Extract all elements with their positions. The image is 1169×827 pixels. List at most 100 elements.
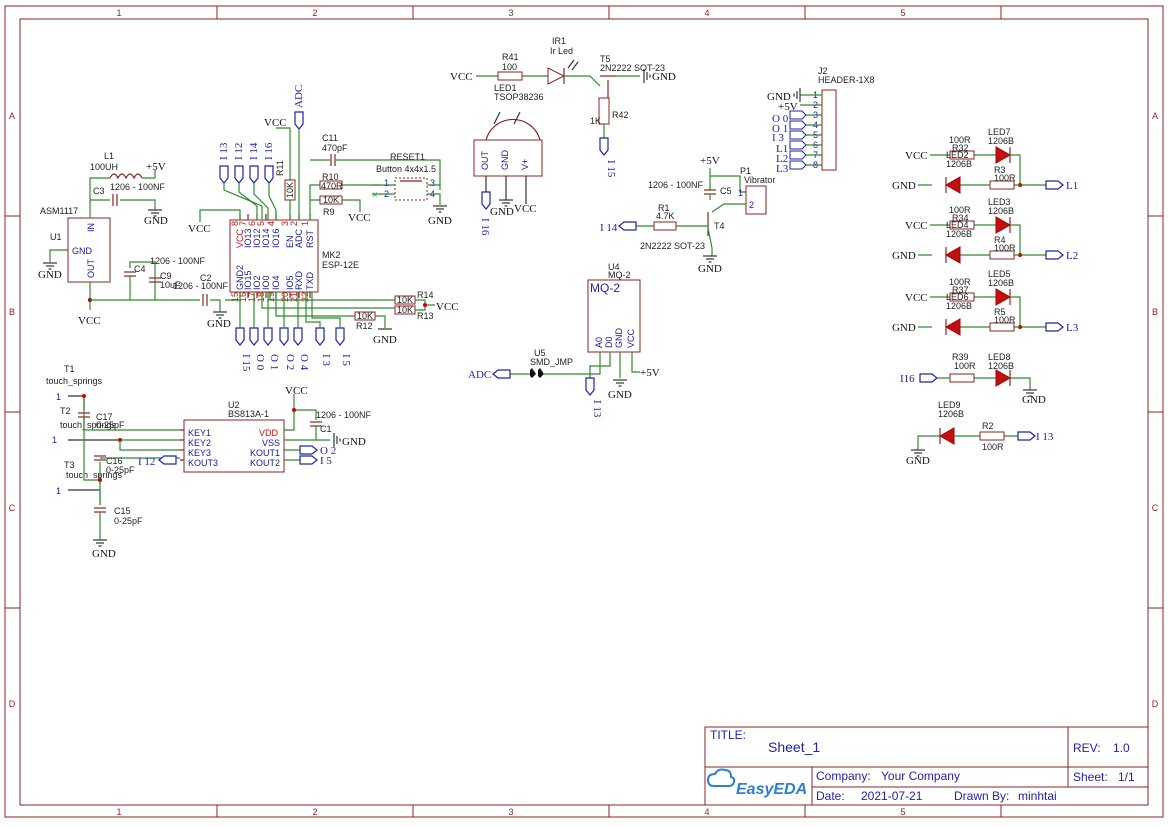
led-row-led-ref: LED5 [988, 269, 1011, 279]
r42-ref: R42 [612, 110, 629, 120]
esp-top-pin-label: IO14 [261, 228, 271, 248]
led-row-r2-ref: R5 [994, 307, 1006, 317]
led-row-resistor-b [989, 250, 1015, 260]
mq2-title: MQ-2 [590, 281, 620, 295]
reset-gnd: GND [428, 215, 452, 227]
c15-ref: C15 [114, 506, 131, 516]
c11-ref: C11 [322, 133, 338, 143]
led-row-out-wire [1010, 224, 1046, 256]
led-row-r-ref: R37 [952, 285, 969, 295]
col-label-2-bottom: 2 [312, 807, 317, 817]
j2-net-l3: L3 [776, 163, 789, 175]
esp-bot-pin-label: TXD [305, 271, 315, 290]
led8-ref: LED8 [988, 352, 1011, 362]
reset-pin3: 3 [430, 178, 435, 188]
c9-value: 10uF [160, 280, 181, 290]
svg-text:EasyEDA: EasyEDA [736, 781, 807, 798]
row-label-b: B [9, 307, 15, 317]
date-value: 2021-07-21 [861, 789, 923, 803]
tsop-gnd: GND [490, 206, 514, 218]
p1-pin1: 1 [738, 188, 743, 198]
r11-vcc: VCC [264, 117, 287, 129]
led-row-r2-value: 100R [994, 173, 1016, 183]
esp-top-pin-label: VCC [235, 228, 245, 248]
j2-net-o0: O 0 [772, 113, 789, 125]
esp-bot-pin-label: RXD [294, 270, 304, 290]
col-label-2: 2 [312, 8, 317, 18]
led-row-net: L3 [1066, 322, 1079, 334]
t1-pin: 1 [56, 392, 61, 402]
u2-vdd: VDD [259, 428, 279, 438]
led-row-gnd: GND [892, 180, 916, 192]
c3-gnd: GND [144, 215, 168, 227]
t3-ref: T3 [64, 460, 75, 470]
u4-ref: U4 [608, 262, 620, 272]
led-row-ledb-ref: LED2 [946, 150, 969, 160]
led-row-vcc: VCC [905, 220, 928, 232]
r14-ref: R14 [417, 290, 434, 300]
c1-value: 1206 - 100NF [316, 410, 372, 420]
ir1-value: Ir Led [550, 46, 573, 56]
esp-top-pin-num: 7 [238, 221, 248, 226]
u1-part: ASM1117 [40, 206, 78, 216]
svg-text:×: × [372, 190, 378, 201]
u1-gnd-pin: GND [72, 246, 93, 256]
esp12e-module: MK2 ESP-12E VCC8IO137IO126IO145IO164EN3A… [188, 85, 459, 372]
led-row-ledb-value: 1206B [946, 229, 972, 239]
c11-value: 470pF [322, 143, 348, 153]
u2-net-o2: O 2 [320, 445, 336, 457]
tsop-gnd-pin: GND [500, 150, 510, 171]
col-label-3: 3 [508, 8, 513, 18]
led-row-gnd: GND [892, 250, 916, 262]
t3-pin: 1 [56, 486, 61, 496]
led-row-resistor-b [989, 322, 1015, 332]
row-label-d: D [9, 699, 16, 709]
esp-vcc-label: VCC [188, 223, 211, 235]
t5-value: 2N2222 SOT-23 [600, 63, 665, 73]
led-row-net-flag [1045, 250, 1064, 260]
col-label-5-bottom: 5 [900, 807, 905, 817]
c17-ref: C17 [96, 412, 113, 422]
led-row-led-ref: LED7 [988, 127, 1011, 137]
c5-value: 1206 - 100NF [648, 180, 704, 190]
t2-ref: T2 [60, 406, 71, 416]
esp-top-pin-num: 1 [300, 221, 310, 226]
mq2-a0: A0 [594, 337, 604, 348]
p1-pin2: 2 [749, 200, 754, 210]
led8-net: I16 [900, 373, 915, 385]
c3-ref: C3 [93, 186, 105, 196]
led-row-led-ref: LED3 [988, 197, 1011, 207]
led9-gnd: GND [906, 455, 930, 467]
u2-key3: KEY3 [188, 448, 211, 458]
esp-bot-pin-label: IO4 [271, 275, 281, 290]
esp-bot-pin-label: IO0 [261, 275, 271, 290]
r2-value: 100R [982, 442, 1004, 452]
u2-kout1: KOUT1 [250, 448, 280, 458]
u4-name: MQ-2 [608, 270, 631, 280]
u2-vss: VSS [262, 438, 280, 448]
u2-key2: KEY2 [188, 438, 211, 448]
led9-ref: LED9 [938, 400, 961, 410]
r41-ref: R41 [502, 52, 519, 62]
u1-in-pin: IN [86, 223, 96, 232]
esp-top-pin-num: 2 [289, 221, 299, 226]
esp-net-o0: O 0 [254, 354, 266, 371]
ir-vcc: VCC [450, 71, 473, 83]
led-row-led-value: 1206B [988, 136, 1014, 146]
tsop-vplus-pin: V+ [520, 159, 530, 170]
esp-top-pin-label: IO12 [252, 228, 262, 248]
led-row-vcc: VCC [905, 292, 928, 304]
j2-net-flag [789, 110, 807, 120]
mq2-gnd-label: GND [608, 389, 632, 401]
tsop-net: I 16 [479, 218, 491, 236]
led-row-resistor [949, 220, 975, 230]
c4-ref: C4 [134, 264, 146, 274]
esp-top-pin-num: 5 [256, 221, 266, 226]
t4-gnd: GND [698, 263, 722, 275]
c16-value: 0-25pF [106, 465, 135, 475]
led-row-diode-b [944, 246, 961, 264]
r39-value: 100R [954, 361, 976, 371]
reset-ref: RESET1 [390, 152, 425, 162]
